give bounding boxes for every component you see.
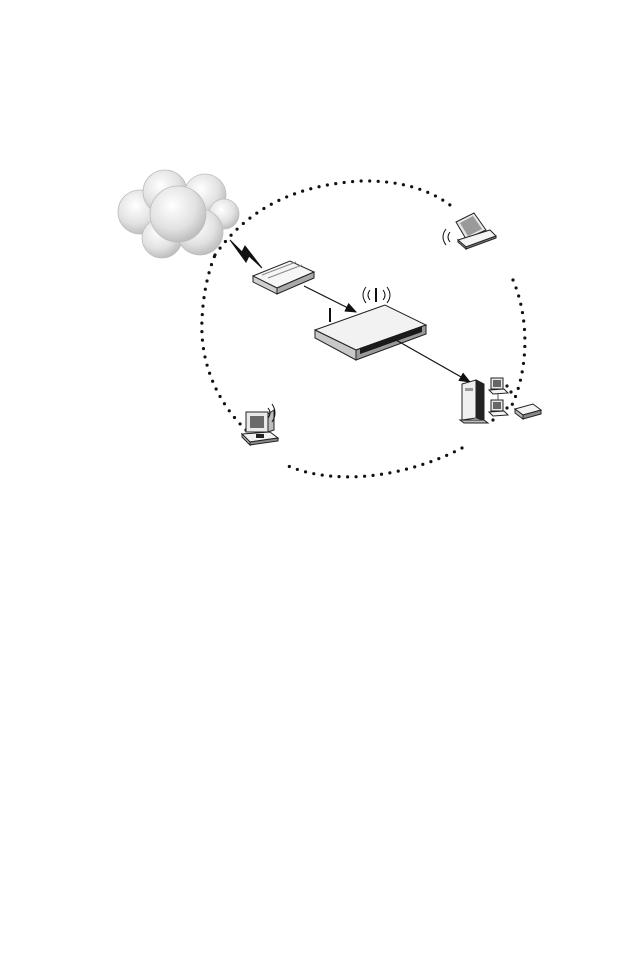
lightning-link-icon (230, 240, 262, 268)
internet-cloud-icon (118, 170, 239, 258)
broadband-modem-icon (253, 261, 314, 294)
router-to-lan-arrow (396, 340, 470, 382)
wireless-router-icon (315, 288, 426, 360)
wired-lan-computers-icon (460, 378, 541, 423)
laptop-signal-waves-icon (443, 229, 450, 245)
wireless-desktop-pc-icon (242, 410, 278, 445)
wireless-laptop-icon (456, 213, 496, 249)
